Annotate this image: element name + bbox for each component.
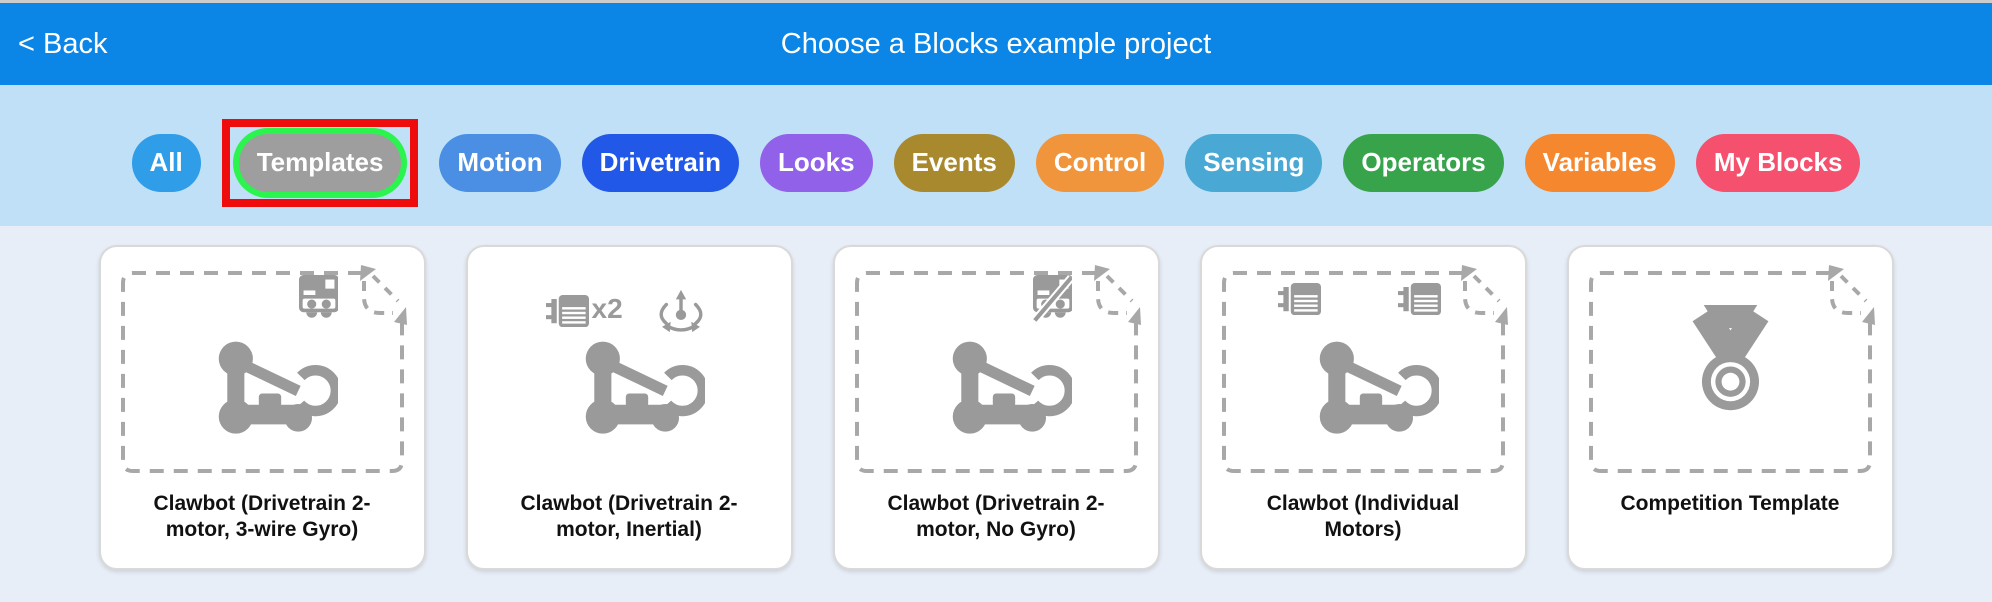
clawbot-icon — [201, 339, 341, 443]
motor-icon — [545, 295, 589, 332]
filter-pill-looks[interactable]: Looks — [760, 133, 873, 192]
card-title: Clawbot (Individual Motors) — [1266, 492, 1460, 541]
project-card-clawbot-drivetrain-2-motor-3-wire-gyro-[interactable]: Clawbot (Drivetrain 2-motor, 3-wire Gyro… — [98, 245, 426, 570]
project-card-clawbot-drivetrain-2-motor-no-gyro-[interactable]: Clawbot (Drivetrain 2-motor, No Gyro) — [832, 245, 1160, 570]
clawbot-icon — [1302, 339, 1442, 443]
card-title: Competition Template — [1620, 492, 1840, 515]
no-gyro-icon — [1031, 275, 1074, 329]
clawbot-icon — [568, 339, 708, 443]
annotation-highlight-box: Templates — [221, 118, 419, 207]
dashed-placeholder-frame — [854, 265, 1141, 473]
card-thumbnail — [1585, 263, 1876, 473]
card-title: Clawbot (Drivetrain 2-motor, Inertial) — [520, 492, 738, 541]
motor-icon — [1397, 283, 1441, 320]
header-bar: < Back Choose a Blocks example project — [0, 3, 1992, 85]
project-card-list: Clawbot (Drivetrain 2-motor, 3-wire Gyro… — [0, 226, 1992, 602]
dashed-placeholder-frame — [120, 265, 407, 473]
card-thumbnail: x2 — [484, 263, 775, 473]
clawbot-icon — [935, 339, 1075, 443]
filter-pill-drivetrain[interactable]: Drivetrain — [581, 133, 739, 192]
filter-pill-my-blocks[interactable]: My Blocks — [1695, 133, 1861, 192]
project-card-clawbot-individual-motors-[interactable]: Clawbot (Individual Motors) — [1199, 245, 1527, 570]
medal-icon — [1677, 305, 1784, 419]
window-top-strip — [0, 0, 1992, 3]
card-thumbnail — [1218, 263, 1509, 473]
gyro-icon — [298, 275, 339, 329]
card-title: Clawbot (Drivetrain 2-motor, 3-wire Gyro… — [153, 492, 371, 541]
inertial-icon — [656, 289, 706, 341]
dashed-placeholder-frame — [1221, 265, 1508, 473]
filter-bar: All Templates Motion Drivetrain Looks Events C… — [0, 85, 1992, 226]
page-title: Choose a Blocks example project — [780, 27, 1212, 60]
filter-pill-events[interactable]: Events — [893, 133, 1015, 192]
card-thumbnail — [851, 263, 1142, 473]
filter-pill-sensing[interactable]: Sensing — [1185, 133, 1323, 192]
card-title: Clawbot (Drivetrain 2-motor, No Gyro) — [887, 492, 1105, 541]
filter-pill-all[interactable]: All — [131, 133, 201, 192]
filter-pill-variables[interactable]: Variables — [1524, 133, 1675, 192]
filter-pill-templates[interactable]: Templates — [238, 133, 402, 192]
project-card-competition-template[interactable]: Competition Template — [1566, 245, 1894, 570]
motor-icon — [1277, 283, 1321, 320]
card-thumbnail — [117, 263, 408, 473]
filter-pill-operators[interactable]: Operators — [1343, 133, 1504, 192]
dashed-placeholder-frame — [1588, 265, 1875, 473]
back-button[interactable]: < Back — [18, 27, 108, 60]
filter-pill-motion[interactable]: Motion — [439, 133, 561, 192]
filter-pill-control[interactable]: Control — [1035, 133, 1165, 192]
motor-count-badge: x2 — [591, 293, 623, 324]
